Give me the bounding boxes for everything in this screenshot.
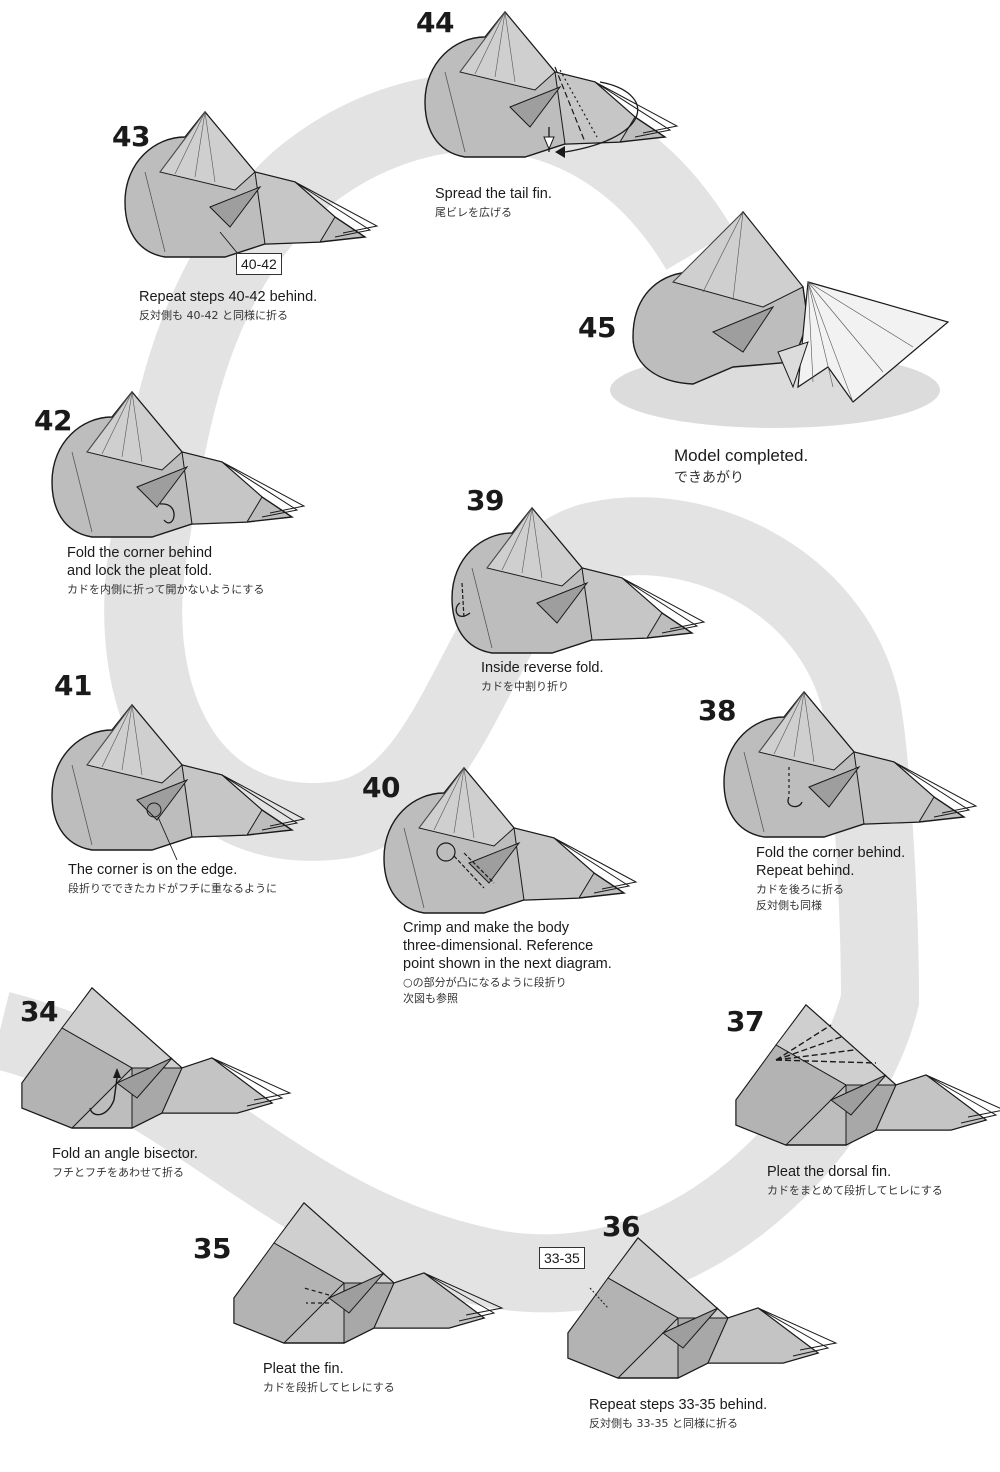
caption-38: Fold the corner behind. Repeat behind. カ… xyxy=(756,844,905,913)
caption-37-en: Pleat the dorsal fin. xyxy=(767,1164,892,1180)
caption-34-jp: フチとフチをあわせて折る xyxy=(52,1166,184,1180)
caption-43-jp: 反対側も 40-42 と同様に折る xyxy=(139,309,288,323)
caption-44: Spread the tail fin. 尾ビレを広げる xyxy=(435,185,552,220)
ref-box-40-42: 40-42 xyxy=(236,253,282,275)
figure-44 xyxy=(424,11,678,158)
step-number-44: 44 xyxy=(416,6,454,39)
figure-40 xyxy=(383,767,637,914)
figure-38 xyxy=(723,691,977,838)
caption-45-jp: できあがり xyxy=(674,470,744,487)
caption-34: Fold an angle bisector. フチとフチをあわせて折る xyxy=(52,1145,198,1180)
caption-43-en: Repeat steps 40-42 behind. xyxy=(139,289,318,305)
figure-39 xyxy=(451,507,705,654)
caption-40: Crimp and make the body three-dimensiona… xyxy=(403,919,612,1006)
step-number-37: 37 xyxy=(726,1005,764,1038)
caption-35: Pleat the fin. カドを段折してヒレにする xyxy=(263,1360,395,1395)
caption-40-en-3: point shown in the next diagram. xyxy=(403,956,612,973)
step-number-43: 43 xyxy=(112,120,150,153)
figure-36 xyxy=(567,1237,837,1379)
step-number-38: 38 xyxy=(698,694,736,727)
caption-39-jp: カドを中割り折り xyxy=(481,680,569,694)
caption-40-en-2: three-dimensional. Reference xyxy=(403,938,594,955)
step-number-35: 35 xyxy=(193,1232,231,1265)
caption-34-en: Fold an angle bisector. xyxy=(52,1146,198,1162)
caption-35-jp: カドを段折してヒレにする xyxy=(263,1381,395,1395)
figure-45 xyxy=(610,210,950,428)
caption-37: Pleat the dorsal fin. カドをまとめて段折してヒレにする xyxy=(767,1163,943,1198)
step-path xyxy=(0,73,920,1313)
caption-40-en-1: Crimp and make the body xyxy=(403,920,570,936)
caption-39-en: Inside reverse fold. xyxy=(481,660,604,676)
caption-35-en: Pleat the fin. xyxy=(263,1361,344,1377)
caption-36: Repeat steps 33-35 behind. 反対側も 33-35 と同… xyxy=(589,1396,767,1431)
ref-box-33-35: 33-35 xyxy=(539,1247,585,1269)
caption-42-en-2: and lock the pleat fold. xyxy=(67,563,213,580)
caption-39: Inside reverse fold. カドを中割り折り xyxy=(481,659,604,694)
figure-42 xyxy=(51,391,305,538)
caption-42-jp: カドを内側に折って開かないようにする xyxy=(67,583,265,597)
step-number-40: 40 xyxy=(362,771,400,804)
step-number-39: 39 xyxy=(466,484,504,517)
caption-41: The corner is on the edge. 段折りでできたカドがフチに… xyxy=(68,861,277,896)
caption-41-jp: 段折りでできたカドがフチに重なるように xyxy=(68,882,277,896)
caption-38-en-1: Fold the corner behind. xyxy=(756,845,906,861)
caption-44-jp: 尾ビレを広げる xyxy=(435,206,512,220)
caption-42-en-1: Fold the corner behind xyxy=(67,545,213,561)
figure-43 xyxy=(124,111,378,261)
caption-44-en: Spread the tail fin. xyxy=(435,186,552,202)
step-number-45: 45 xyxy=(578,311,616,344)
caption-38-en-2: Repeat behind. xyxy=(756,863,855,880)
caption-42: Fold the corner behind and lock the plea… xyxy=(67,544,264,597)
figure-41 xyxy=(51,704,305,861)
caption-43: Repeat steps 40-42 behind. 反対側も 40-42 と同… xyxy=(139,288,317,323)
step-number-42: 42 xyxy=(34,404,72,437)
caption-40-jp-1: ○の部分が凸になるように段折り xyxy=(403,976,567,990)
caption-40-jp-2: 次図も参照 xyxy=(403,992,458,1006)
figure-37 xyxy=(735,1004,1000,1146)
caption-38-jp-2: 反対側も同様 xyxy=(756,899,822,912)
step-number-41: 41 xyxy=(54,669,92,702)
caption-38-jp-1: カドを後ろに折る xyxy=(756,883,844,897)
step-number-36: 36 xyxy=(602,1210,640,1243)
caption-45: Model completed. できあがり xyxy=(674,445,808,488)
step-number-34: 34 xyxy=(20,995,58,1028)
caption-36-jp: 反対側も 33-35 と同様に折る xyxy=(589,1417,738,1431)
caption-41-en: The corner is on the edge. xyxy=(68,862,238,878)
figure-34 xyxy=(21,987,291,1129)
caption-45-en: Model completed. xyxy=(674,446,809,465)
figure-35 xyxy=(233,1202,503,1344)
caption-37-jp: カドをまとめて段折してヒレにする xyxy=(767,1184,943,1198)
caption-36-en: Repeat steps 33-35 behind. xyxy=(589,1397,768,1413)
